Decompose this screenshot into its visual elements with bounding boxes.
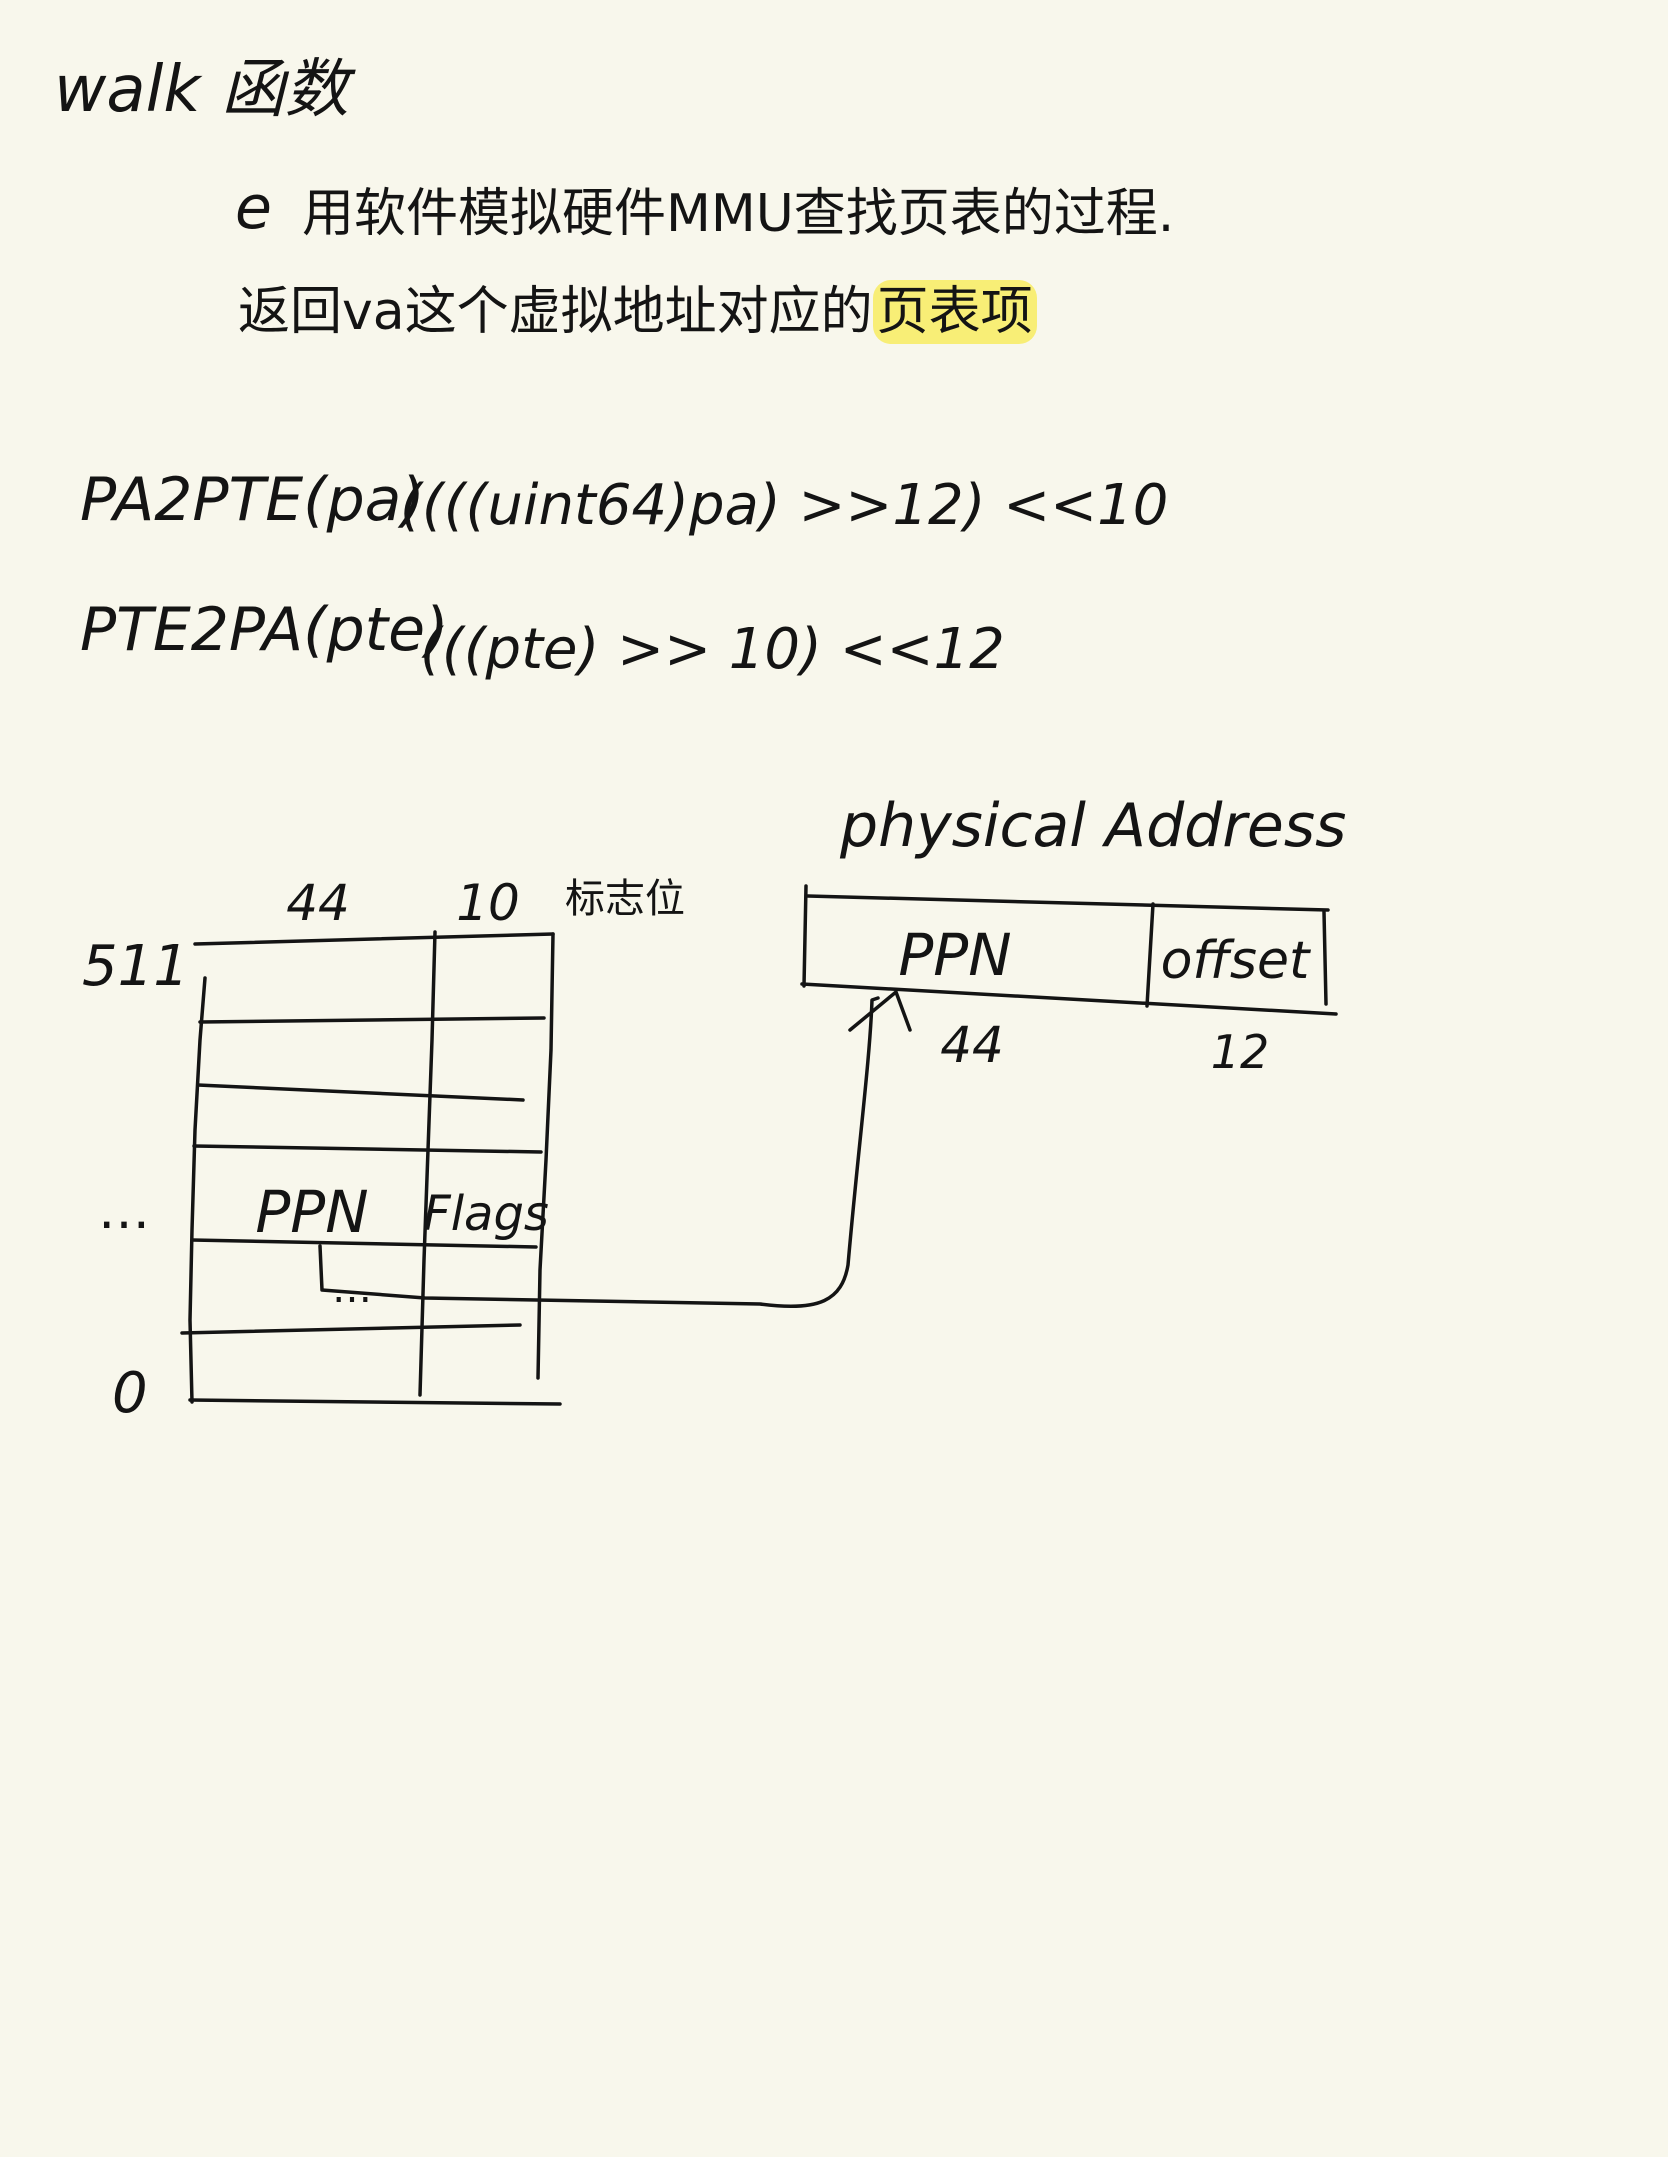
page-title: walk 函数 xyxy=(54,53,349,127)
physical-address-box xyxy=(800,884,1338,1016)
connector-arrow-head xyxy=(848,990,912,1032)
description-line-1: 用软件模拟硬件MMU查找页表的过程. xyxy=(302,184,1175,244)
table-row-line-5 xyxy=(180,1323,522,1335)
pa-left-line xyxy=(802,884,808,988)
bullet-mark: e xyxy=(235,173,272,243)
flags-caption: 标志位 xyxy=(565,876,685,922)
pa-ppn-field: PPN xyxy=(898,921,1011,989)
pa-divider-line xyxy=(1145,902,1155,1008)
macro-pa2pte-body: ((((uint64)pa) >>12) <<10 xyxy=(400,473,1169,538)
page-table-grid xyxy=(180,930,562,1406)
ppn-connector-line xyxy=(318,996,880,1309)
entry-dots: … xyxy=(332,1266,372,1312)
table-row-line-1 xyxy=(198,1016,546,1024)
row-label-0: 0 xyxy=(112,1361,148,1426)
row-label-511: 511 xyxy=(82,934,189,999)
pa-offset-bits: 12 xyxy=(1211,1025,1270,1079)
description-line-2-prefix: 返回va这个虚拟地址对应的 xyxy=(238,282,873,342)
ppn-width-label: 44 xyxy=(286,874,350,932)
macro-pte2pa-name: PTE2PA(pte) xyxy=(80,595,449,665)
highlighted-term: 页表项 xyxy=(872,280,1037,344)
table-bottom-line xyxy=(188,1398,562,1406)
pa-right-line xyxy=(1322,910,1328,1006)
table-row-line-3 xyxy=(192,1144,543,1154)
pa-top-line xyxy=(806,894,1330,912)
pa-offset-field: offset xyxy=(1161,931,1311,991)
table-row-line-4 xyxy=(190,1238,538,1249)
description-line-2: 返回va这个虚拟地址对应的页表项 xyxy=(238,280,1037,344)
table-right-line xyxy=(536,932,555,1380)
table-row-line-2 xyxy=(196,1083,525,1102)
entry-flags-label: Flags xyxy=(423,1186,549,1242)
entry-ppn-label: PPN xyxy=(255,1178,368,1246)
table-left-line xyxy=(188,976,207,1404)
flags-width-label: 10 xyxy=(456,874,520,932)
pa-bottom-line xyxy=(800,982,1338,1016)
pa-ppn-bits: 44 xyxy=(940,1016,1004,1074)
table-top-line xyxy=(193,932,555,946)
macro-pa2pte-name: PA2PTE(pa) xyxy=(80,465,425,535)
macro-pte2pa-body: (((pte) >> 10) <<12 xyxy=(420,617,1005,682)
physical-address-caption: physical Address xyxy=(839,791,1346,861)
row-label-ellipsis: … xyxy=(98,1181,150,1241)
